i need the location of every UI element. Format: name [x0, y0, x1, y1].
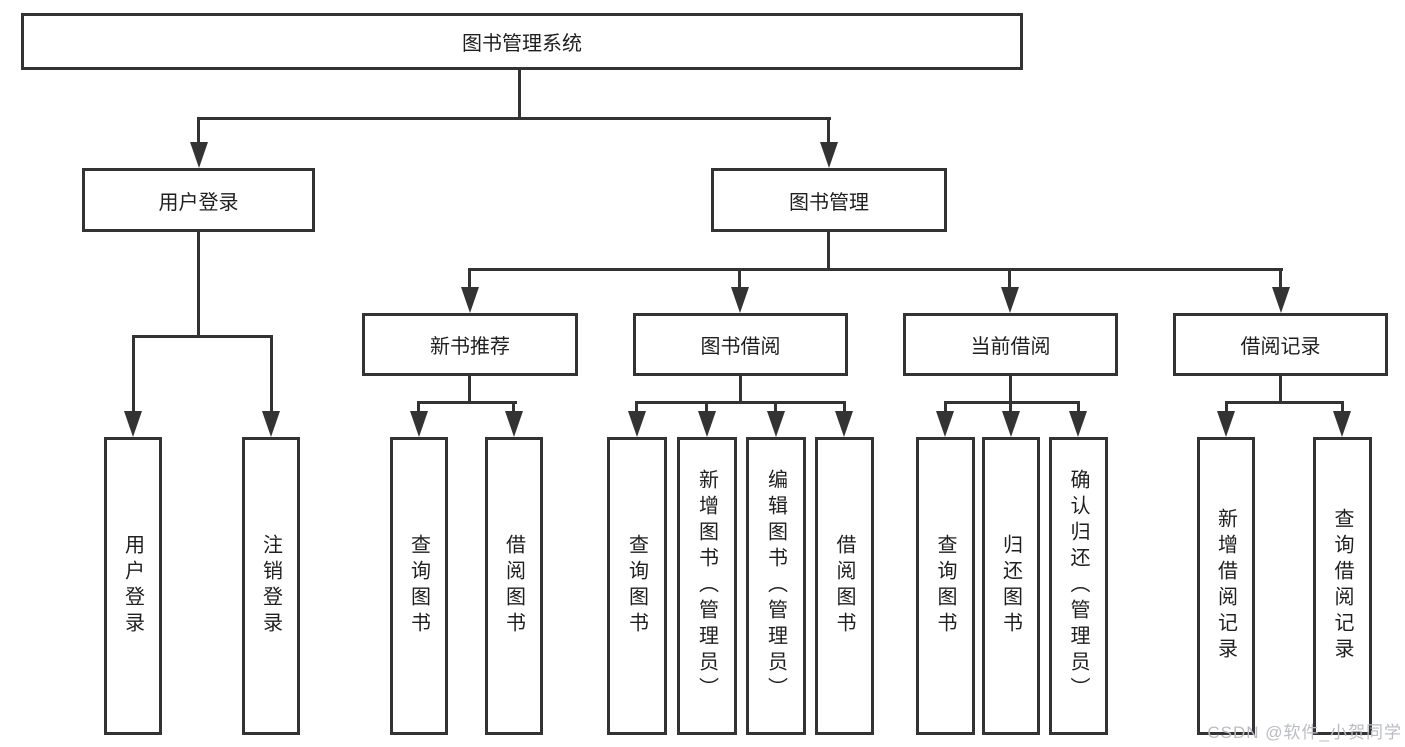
connector-vline — [518, 70, 521, 120]
node-label: 图书管理 — [789, 191, 869, 214]
node-label: 用户登录 — [158, 191, 239, 214]
connector-vline — [197, 232, 200, 338]
connector-vline — [197, 117, 200, 145]
arrow-down-icon — [190, 142, 208, 168]
node-borrow-book: 借阅图书 — [815, 437, 874, 735]
connector-vline — [739, 376, 742, 404]
connector-vline — [468, 268, 471, 292]
arrow-down-icon — [767, 411, 785, 437]
arrow-down-icon — [698, 411, 716, 437]
arrow-down-icon — [262, 411, 280, 437]
node-query-book-recommend: 查询图书 — [390, 437, 448, 735]
connector-hline — [132, 335, 273, 338]
connector-hline — [197, 117, 831, 120]
node-label: 查询图书 — [407, 534, 430, 638]
arrow-down-icon — [1001, 287, 1019, 313]
connector-vline — [1077, 401, 1080, 415]
connector-vline — [1009, 376, 1012, 404]
connector-hline — [418, 401, 517, 404]
connector-vline — [827, 117, 830, 145]
arrow-down-icon — [410, 411, 428, 437]
connector-hline — [636, 401, 846, 404]
connector-vline — [512, 401, 515, 415]
node-confirm-return-admin: 确认归还（管理员） — [1049, 437, 1108, 735]
arrow-down-icon — [820, 142, 838, 168]
arrow-down-icon — [1069, 411, 1087, 437]
node-user-login: 用户登录 — [82, 168, 315, 232]
node-return-book: 归还图书 — [982, 437, 1040, 735]
connector-vline — [1008, 268, 1011, 292]
arrow-down-icon — [505, 411, 523, 437]
arrow-down-icon — [731, 287, 749, 313]
node-label: 图书借阅 — [700, 336, 781, 358]
node-query-book-current: 查询图书 — [916, 437, 975, 735]
node-query-borrow-record: 查询借阅记录 — [1313, 437, 1372, 735]
node-current-borrow: 当前借阅 — [903, 313, 1118, 376]
node-label: 查询借阅记录 — [1331, 508, 1353, 664]
node-label: 确认归还（管理员） — [1067, 469, 1089, 703]
node-borrow-book-recommend: 借阅图书 — [485, 437, 543, 735]
connector-hline — [468, 268, 1283, 271]
node-borrow-records: 借阅记录 — [1173, 313, 1388, 376]
arrow-down-icon — [835, 411, 853, 437]
node-add-book-admin: 新增图书（管理员） — [677, 437, 737, 735]
connector-vline — [1279, 376, 1282, 404]
connector-vline — [1341, 401, 1344, 415]
node-book-borrow: 图书借阅 — [633, 313, 848, 376]
connector-vline — [827, 232, 830, 271]
connector-hline — [1225, 401, 1344, 404]
node-label: 图书管理系统 — [462, 33, 582, 55]
node-label: 新书推荐 — [430, 336, 510, 358]
arrow-down-icon — [1333, 411, 1351, 437]
node-library-system: 图书管理系统 — [21, 13, 1023, 70]
connector-vline — [1225, 401, 1228, 415]
node-book-management: 图书管理 — [711, 168, 947, 232]
connector-vline — [132, 335, 135, 415]
node-user-login-leaf: 用户登录 — [104, 437, 162, 735]
connector-vline — [635, 401, 638, 415]
node-edit-book-admin: 编辑图书（管理员） — [746, 437, 806, 735]
node-logout: 注销登录 — [242, 437, 300, 735]
node-label: 查询图书 — [625, 534, 648, 638]
arrow-down-icon — [936, 411, 954, 437]
node-new-book-recommend: 新书推荐 — [362, 313, 578, 376]
arrow-down-icon — [1002, 411, 1020, 437]
connector-vline — [1279, 268, 1282, 292]
node-label: 归还图书 — [999, 534, 1022, 638]
node-label: 当前借阅 — [970, 336, 1051, 358]
node-query-book-borrow: 查询图书 — [607, 437, 667, 735]
node-label: 编辑图书（管理员） — [764, 469, 787, 703]
connector-vline — [944, 401, 947, 415]
node-label: 用户登录 — [121, 534, 144, 638]
connector-vline — [738, 268, 741, 292]
connector-vline — [270, 335, 273, 415]
node-label: 借阅记录 — [1240, 336, 1321, 358]
arrow-down-icon — [124, 411, 142, 437]
arrow-down-icon — [628, 411, 646, 437]
connector-vline — [774, 401, 777, 415]
watermark: CSDN @软件_小贺同学 — [1207, 723, 1402, 742]
arrow-down-icon — [1217, 411, 1235, 437]
node-label: 注销登录 — [259, 534, 282, 638]
connector-hline — [944, 401, 1080, 404]
node-label: 借阅图书 — [833, 534, 855, 638]
connector-vline — [1009, 401, 1012, 415]
node-label: 新增图书（管理员） — [695, 469, 718, 703]
connector-vline — [417, 401, 420, 415]
connector-vline — [705, 401, 708, 415]
connector-vline — [843, 401, 846, 415]
node-label: 查询图书 — [934, 534, 956, 638]
arrow-down-icon — [461, 287, 479, 313]
connector-vline — [468, 376, 471, 404]
node-add-borrow-record: 新增借阅记录 — [1197, 437, 1255, 735]
node-label: 新增借阅记录 — [1214, 508, 1237, 664]
arrow-down-icon — [1272, 287, 1290, 313]
node-label: 借阅图书 — [502, 534, 525, 638]
